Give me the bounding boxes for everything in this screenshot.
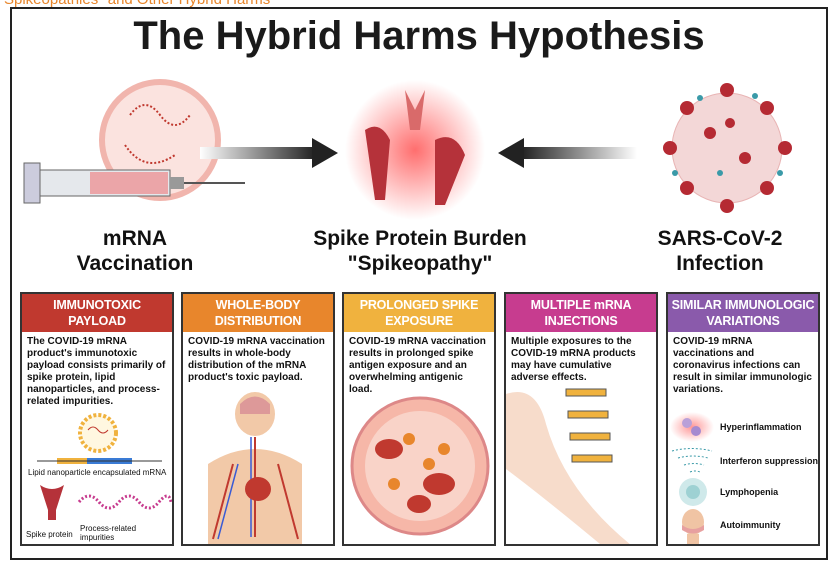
arm-injections-illustration	[506, 388, 630, 544]
mrna-strand-icon	[37, 458, 162, 464]
panel-text: COVID-19 mRNA vaccination results in pro…	[349, 336, 486, 395]
lymphopenia-icon	[679, 478, 707, 506]
impurities-label: Process-related impurities	[80, 524, 137, 542]
lnp-label: Lipid nanoparticle encapsulated mRNA	[28, 468, 167, 477]
page-title: The Hybrid Harms Hypothesis	[133, 14, 705, 58]
panel-text: The COVID-19 mRNA product's immunotoxic …	[27, 336, 166, 407]
panel-text: COVID-19 mRNA vaccinations and coronavir…	[673, 336, 812, 395]
hyperinflammation-label: Hyperinflammation	[720, 422, 802, 432]
blood-vessel-illustration	[350, 396, 490, 536]
arrow-left-icon	[498, 138, 637, 168]
spike-protein-label: Spike protein	[26, 530, 73, 539]
clipped-caption: Spikeopathies" and Other Hybrid Harms	[4, 0, 270, 8]
autoimmunity-icon	[682, 509, 704, 544]
interferon-suppression-label: Interferon suppression	[720, 456, 819, 466]
lipid-nanoparticle-icon	[78, 413, 118, 453]
figure-frame	[10, 7, 828, 560]
panel-text: Multiple exposures to the COVID-19 mRNA …	[511, 336, 636, 383]
human-body-circulation-illustration	[208, 392, 302, 544]
hyperinflammation-icon	[670, 412, 714, 442]
panel-text: COVID-19 mRNA vaccination results in who…	[188, 336, 325, 383]
impurities-icon	[77, 494, 172, 510]
spike-protein-icon	[40, 485, 64, 520]
spike-protein-burden-label: Spike Protein Burden"Spikeopathy"	[313, 227, 527, 275]
vaccine-syringe-illustration	[23, 79, 245, 204]
sars-cov-2-virus-illustration	[663, 83, 792, 213]
interferon-suppression-icon	[671, 448, 713, 473]
arrow-right-icon	[200, 138, 338, 168]
lymphopenia-label: Lymphopenia	[720, 487, 779, 497]
autoimmunity-label: Autoimmunity	[720, 520, 781, 530]
spike-protein-illustration	[345, 80, 485, 220]
